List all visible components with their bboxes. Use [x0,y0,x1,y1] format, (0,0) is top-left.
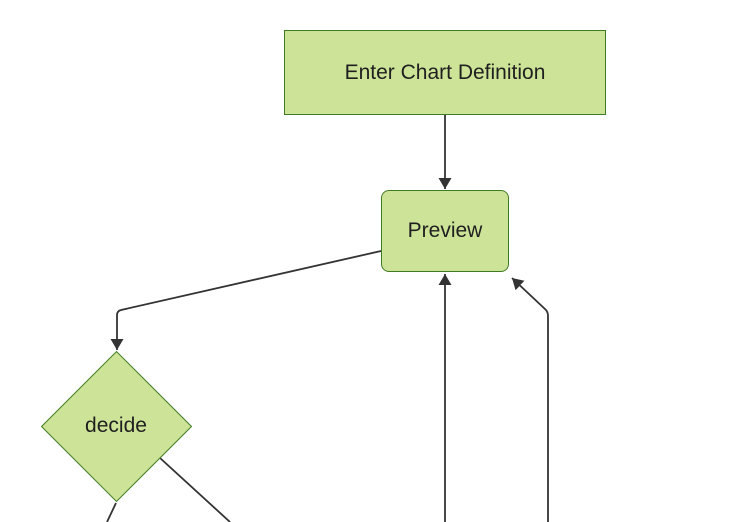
node-label: Preview [407,219,483,242]
edge-decide-to-offscreen-left [106,502,117,522]
node-label: decide [85,414,147,437]
node-decide: decide [41,412,191,440]
edge-decide-to-offscreen-right [159,457,231,522]
node-preview: Preview [381,190,509,272]
node-enter-chart-definition: Enter Chart Definition [284,30,606,115]
edge-from-bottom-right-to-preview [511,277,549,522]
edge-preview-to-decide [110,250,382,350]
node-label: Enter Chart Definition [344,60,546,84]
